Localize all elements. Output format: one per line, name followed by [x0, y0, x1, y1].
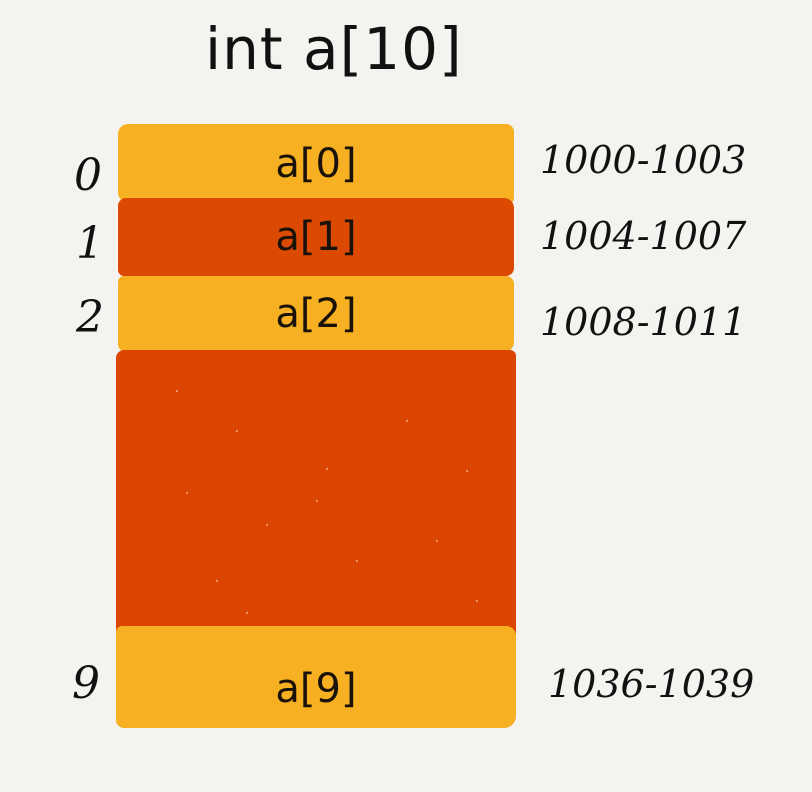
array-cell-9: a[9]	[116, 626, 516, 728]
address-range-2: 1008-1011	[540, 300, 747, 344]
cell-label-9: a[9]	[275, 666, 357, 712]
index-label-0: 0	[74, 150, 102, 201]
array-cell-0: a[0]	[118, 124, 514, 204]
array-title: int a[10]	[205, 15, 463, 83]
address-range-9: 1036-1039	[548, 662, 755, 706]
index-label-1: 1	[76, 218, 104, 269]
array-cell-1: a[1]	[118, 198, 514, 276]
array-cell-2: a[2]	[118, 276, 514, 352]
address-range-1: 1004-1007	[540, 214, 747, 258]
omitted-cells-block	[116, 350, 516, 650]
cell-label-1: a[1]	[275, 214, 357, 260]
cell-label-2: a[2]	[275, 291, 357, 337]
cell-label-0: a[0]	[275, 141, 357, 187]
index-label-9: 9	[72, 658, 100, 709]
address-range-0: 1000-1003	[540, 138, 747, 182]
index-label-2: 2	[76, 292, 104, 343]
